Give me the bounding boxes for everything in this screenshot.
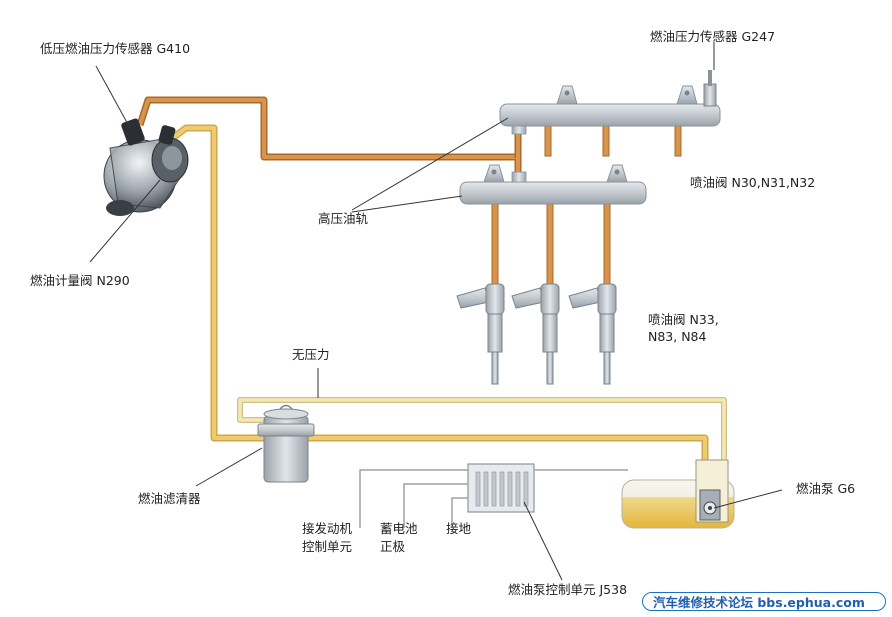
ecu-fin [491, 471, 497, 507]
ecu-fin [499, 471, 505, 507]
ecu-fin [483, 471, 489, 507]
ecu-fin [475, 471, 481, 507]
ecu-fin [507, 471, 513, 507]
label-fuel-filter: 燃油滤清器 [138, 491, 201, 506]
lower-fuel-rail [459, 164, 647, 205]
electrical-wires [359, 469, 468, 528]
label-battery-1: 蓄电池 [380, 521, 418, 536]
label-no-pressure: 无压力 [292, 347, 330, 362]
label-injectors-lower-1: 喷油阀 N33, [648, 312, 719, 327]
label-ground: 接地 [446, 521, 472, 536]
upper-rail-pipes [544, 125, 682, 157]
label-high-pressure-rail: 高压油轨 [318, 211, 369, 226]
label-low-pressure-sensor: 低压燃油压力传感器 G410 [40, 41, 191, 56]
label-pump-control-unit: 燃油泵控制单元 J538 [508, 582, 628, 597]
injector-2 [511, 283, 560, 385]
label-battery-2: 正极 [380, 539, 406, 554]
label-engine-ecu-2: 控制单元 [302, 539, 353, 554]
label-metering-valve: 燃油计量阀 N290 [30, 273, 130, 288]
low-pressure-supply-line [167, 124, 709, 462]
label-injectors-upper: 喷油阀 N30,N31,N32 [690, 175, 816, 190]
fuel-tank [621, 459, 735, 529]
watermark-badge: 汽车维修技术论坛 bbs.ephua.com [642, 592, 886, 611]
high-pressure-line [136, 96, 522, 178]
label-fuel-pump: 燃油泵 G6 [796, 481, 856, 496]
label-engine-ecu-1: 接发动机 [302, 521, 353, 536]
leader-lines [89, 42, 783, 581]
fuel-pump-control-unit [467, 463, 628, 513]
injector-3 [568, 283, 617, 385]
fuel-filter [257, 404, 315, 483]
lower-injectors [456, 283, 617, 385]
lower-rail-pipes [491, 203, 611, 289]
return-line [237, 397, 727, 468]
label-fuel-pressure-sensor: 燃油压力传感器 G247 [650, 29, 776, 44]
pressure-sensor-g247 [703, 70, 717, 107]
label-injectors-lower-2: N83, N84 [648, 329, 707, 344]
upper-fuel-rail [499, 85, 721, 135]
ecu-fin [523, 471, 529, 507]
high-pressure-pump [103, 118, 189, 216]
ecu-fin [515, 471, 521, 507]
injector-1 [456, 283, 505, 385]
